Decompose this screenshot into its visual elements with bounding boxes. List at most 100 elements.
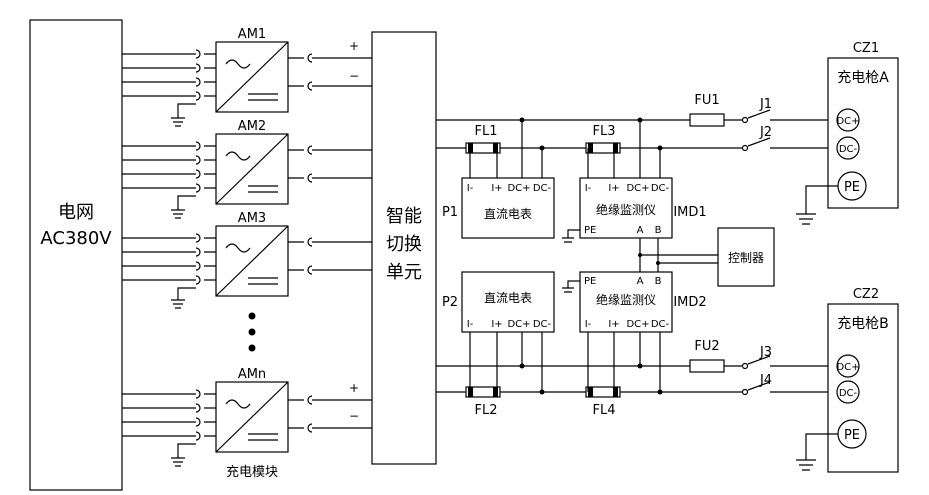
svg-text:DC+: DC+ bbox=[836, 362, 859, 373]
imd-title: 绝缘监测仪 bbox=[596, 292, 656, 307]
plug-icon bbox=[307, 395, 313, 433]
ac-symbol-icon bbox=[225, 151, 251, 161]
svg-text:DC-: DC- bbox=[839, 388, 858, 399]
fuse-fu1 bbox=[689, 113, 725, 127]
fuse-fu2 bbox=[689, 359, 725, 373]
svg-text:A: A bbox=[637, 225, 644, 236]
connector-id: CZ2 bbox=[853, 287, 879, 302]
imd-title: 绝缘监测仪 bbox=[596, 202, 656, 217]
module-label: AM3 bbox=[238, 211, 266, 226]
svg-text:I+: I+ bbox=[491, 183, 502, 194]
filter-fl3 bbox=[585, 142, 621, 154]
ground-icon bbox=[796, 433, 838, 471]
plug-icon bbox=[195, 141, 201, 193]
minus-label: − bbox=[349, 409, 359, 423]
plus-label: + bbox=[349, 381, 359, 395]
svg-text:I-: I- bbox=[585, 183, 592, 194]
module-label: AM2 bbox=[238, 119, 266, 134]
svg-text:I+: I+ bbox=[608, 183, 619, 194]
plus-label: + bbox=[349, 39, 359, 53]
svg-text:PE: PE bbox=[584, 225, 596, 236]
grid-label-1: 电网 bbox=[58, 202, 94, 223]
dc-plus-pin bbox=[836, 354, 860, 378]
dc-minus-pin bbox=[836, 136, 860, 160]
svg-text:DC+: DC+ bbox=[626, 319, 649, 330]
controller-box bbox=[717, 227, 775, 287]
connector-title: 充电枪B bbox=[837, 315, 889, 332]
plug-icon bbox=[195, 389, 201, 441]
ground-icon bbox=[171, 195, 196, 219]
svg-text:DC-: DC- bbox=[651, 183, 670, 194]
svg-text:DC+: DC+ bbox=[836, 116, 859, 127]
module-group-label: 充电模块 bbox=[226, 464, 278, 480]
contactor-label: J1 bbox=[759, 97, 772, 112]
imd-id: IMD2 bbox=[673, 295, 706, 310]
svg-text:DC+: DC+ bbox=[626, 183, 649, 194]
ellipsis-dot bbox=[248, 344, 256, 352]
svg-text:DC-: DC- bbox=[533, 183, 552, 194]
contactor-j2 bbox=[747, 137, 771, 147]
svg-text:I-: I- bbox=[585, 319, 592, 330]
plug-icon bbox=[307, 237, 313, 275]
imd-id: IMD1 bbox=[673, 205, 706, 220]
contactor-label: J2 bbox=[759, 125, 772, 140]
svg-text:DC+: DC+ bbox=[507, 319, 530, 330]
contactor-j4 bbox=[747, 381, 771, 391]
connector-id: CZ1 bbox=[853, 41, 879, 56]
contactor-j3 bbox=[747, 355, 771, 365]
svg-text:A: A bbox=[637, 276, 644, 287]
ground-icon bbox=[171, 287, 196, 309]
filter-fl1 bbox=[465, 142, 501, 154]
svg-text:DC-: DC- bbox=[533, 319, 552, 330]
ground-icon bbox=[171, 443, 196, 467]
svg-text:B: B bbox=[655, 225, 662, 236]
fuse-label: FU1 bbox=[694, 93, 719, 108]
ac-symbol-icon bbox=[225, 59, 251, 69]
imd1-monitor: IMD1 I- I+ DC+ DC- 绝缘监测仪 PE A B bbox=[562, 120, 707, 243]
minus-label: − bbox=[349, 69, 359, 83]
ac-symbol-icon bbox=[225, 399, 251, 409]
contactor-label: J4 bbox=[759, 373, 772, 388]
ellipsis-dot bbox=[248, 328, 256, 336]
controller-label: 控制器 bbox=[728, 251, 764, 265]
ground-icon bbox=[796, 185, 838, 225]
connector-title: 充电枪A bbox=[837, 69, 889, 86]
switch-unit-label-2: 切换 bbox=[386, 234, 422, 255]
module-am1: AM1 + − bbox=[122, 27, 372, 127]
svg-text:I+: I+ bbox=[608, 319, 619, 330]
channel-a-bus: FL1 FL3 FU1 J1 J2 bbox=[436, 93, 836, 154]
meter-p1: P1 I- I+ DC+ DC- 直流电表 bbox=[442, 120, 555, 239]
module-label: AM1 bbox=[238, 27, 266, 42]
connector-cz2: CZ2 充电枪B DC+ DC- PE bbox=[796, 287, 899, 473]
module-am3: AM3 bbox=[122, 211, 372, 309]
svg-text:I+: I+ bbox=[491, 319, 502, 330]
plug-icon bbox=[307, 145, 313, 183]
meter-p2: P2 直流电表 I- I+ DC+ DC- bbox=[442, 271, 555, 392]
meter-title: 直流电表 bbox=[484, 291, 532, 305]
filter-label: FL4 bbox=[593, 403, 616, 418]
module-label: AMn bbox=[238, 367, 266, 382]
switch-unit-label-3: 单元 bbox=[386, 262, 422, 283]
svg-text:DC-: DC- bbox=[839, 144, 858, 155]
filter-fl2 bbox=[465, 386, 501, 398]
dc-plus-pin bbox=[836, 108, 860, 132]
svg-text:DC+: DC+ bbox=[507, 183, 530, 194]
svg-text:I-: I- bbox=[467, 319, 474, 330]
imd2-monitor: IMD2 PE A B 绝缘监测仪 I- I+ DC+ DC- bbox=[562, 271, 707, 392]
module-amn: AMn + − 充电模块 bbox=[122, 367, 372, 480]
ac-symbol-icon bbox=[225, 243, 251, 253]
svg-text:PE: PE bbox=[584, 276, 596, 287]
meter-title: 直流电表 bbox=[484, 207, 532, 221]
contactor-j1 bbox=[747, 109, 771, 119]
switch-unit-box bbox=[371, 31, 437, 465]
filter-label: FL3 bbox=[593, 124, 616, 139]
contactor-label: J3 bbox=[759, 345, 772, 360]
grid-box bbox=[29, 19, 123, 491]
plug-icon bbox=[307, 53, 313, 91]
ground-icon bbox=[171, 103, 196, 127]
svg-text:DC-: DC- bbox=[651, 319, 670, 330]
filter-label: FL2 bbox=[475, 403, 498, 418]
switch-unit-label-1: 智能 bbox=[386, 206, 422, 227]
ellipsis-dot bbox=[248, 312, 256, 320]
